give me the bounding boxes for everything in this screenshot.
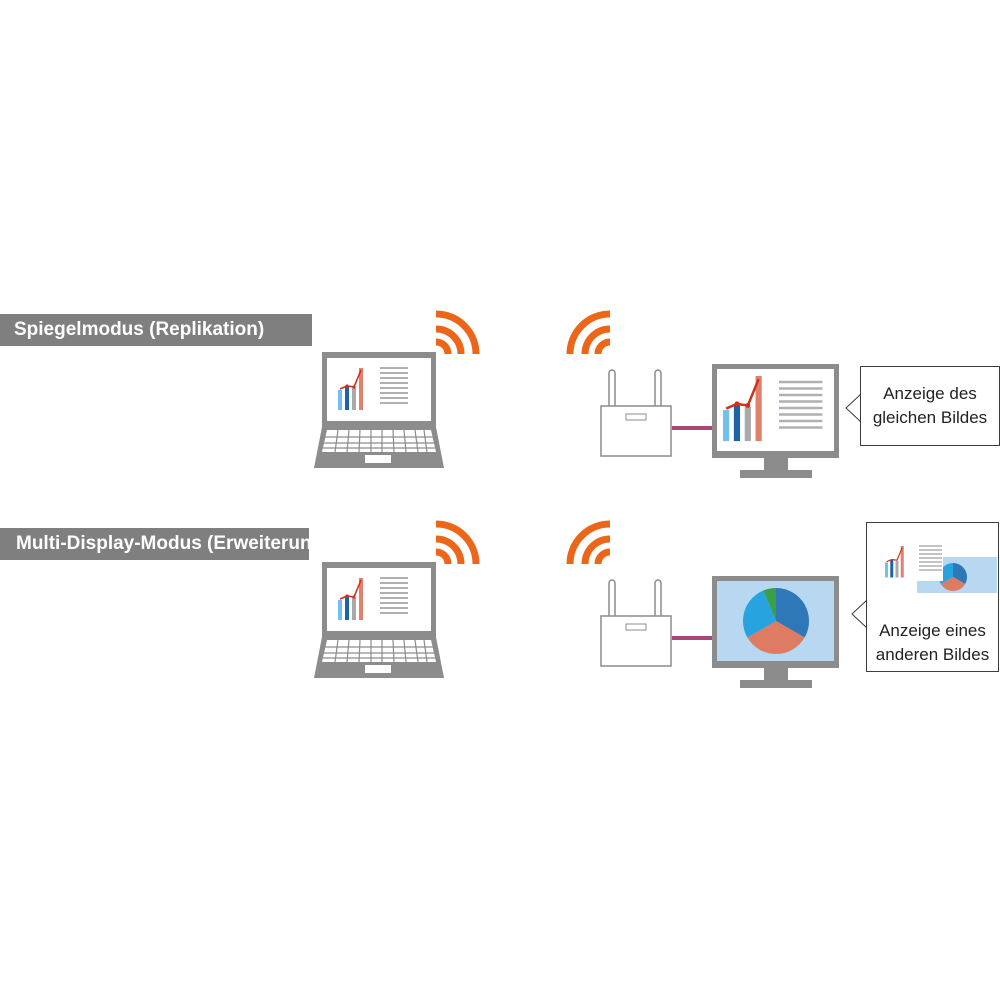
mirror-laptop-wifi-signal-icon	[435, 310, 480, 355]
monitor-pie-chart-icon	[742, 588, 810, 655]
mirror-laptop-icon	[313, 351, 445, 469]
extend-laptop-wifi-signal-icon	[435, 520, 480, 565]
mirror-caption-line1: Anzeige des	[883, 384, 977, 403]
extend-monitor-icon	[712, 576, 839, 688]
extend-cable	[672, 636, 714, 640]
extend-laptop-icon	[313, 561, 445, 679]
mirror-callout-pointer	[845, 393, 862, 423]
mirror-cable	[672, 426, 714, 430]
mirror-wireless-adapter-icon	[600, 369, 672, 457]
extend-mode-label: Multi-Display-Modus (Erweiterung)	[0, 528, 330, 560]
mirror-caption-callout: Anzeige des gleichen Bildes	[860, 366, 1000, 446]
extend-adapter-wifi-signal-icon	[566, 520, 611, 565]
extend-caption-line1: Anzeige eines	[879, 621, 986, 640]
mirror-monitor-icon	[712, 364, 839, 478]
mirror-adapter-wifi-signal-icon	[566, 310, 611, 355]
extend-callout-pointer	[851, 599, 868, 629]
mirror-mode-label: Spiegelmodus (Replikation)	[0, 314, 312, 346]
extend-caption-callout: Anzeige eines anderen Bildes	[866, 522, 999, 672]
extend-caption-line2: anderen Bildes	[875, 645, 990, 664]
mirror-caption-line2: gleichen Bildes	[872, 408, 988, 427]
callout-screens-illustration	[879, 541, 997, 593]
extend-wireless-adapter-icon	[600, 579, 672, 667]
